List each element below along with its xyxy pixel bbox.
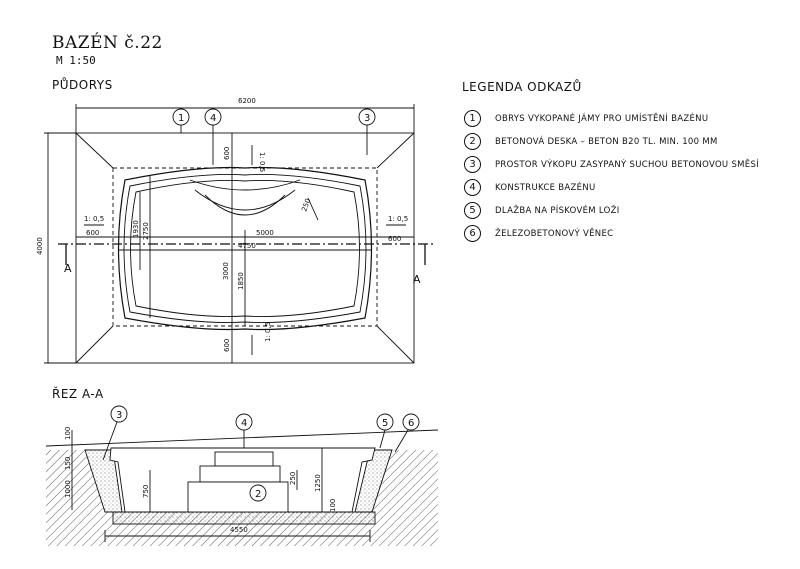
section-view xyxy=(45,405,439,546)
drawing-scale: M 1:50 xyxy=(56,54,96,67)
legend-number-badge: 3 xyxy=(464,156,481,173)
callout-leader xyxy=(379,429,386,449)
legend-number-badge: 1 xyxy=(464,110,481,127)
pool-stairs xyxy=(204,194,286,216)
legend-number-badge: 2 xyxy=(464,133,481,150)
dim-label-100: 100 xyxy=(329,499,337,512)
legend-item-text: ŽELEZOBETONOVÝ VĚNEC xyxy=(495,228,614,239)
legend-list: 1 OBRYS VYKOPANÉ JÁMY PRO UMÍSTĚNÍ BAZÉN… xyxy=(464,107,759,245)
dim-label-pool-width: 4750 xyxy=(238,242,256,250)
section-mark-left: A xyxy=(64,262,72,275)
dim-leader xyxy=(307,197,319,221)
legend-item-2: 2 BETONOVÁ DESKA – BETON B20 TL. MIN. 10… xyxy=(464,130,759,153)
legend-item-text: DLAŽBA NA PÍSKOVÉM LOŽI xyxy=(495,205,620,216)
legend-item-3: 3 PROSTOR VÝKOPU ZASYPANÝ SUCHOU BETONOV… xyxy=(464,153,759,176)
callout-circle xyxy=(249,484,267,502)
legend-item-text: PROSTOR VÝKOPU ZASYPANÝ SUCHOU BETONOVOU… xyxy=(495,159,759,170)
section-view-title: ŘEZ A-A xyxy=(52,387,104,401)
legend-item-5: 5 DLAŽBA NA PÍSKOVÉM LOŽI xyxy=(464,199,759,222)
dim-label-total-height: 4000 xyxy=(36,237,44,255)
pool-stairs xyxy=(189,179,301,191)
plan-view xyxy=(44,104,434,364)
pool-outline-inner xyxy=(130,180,360,318)
legend-item-4: 4 KONSTRUKCE BAZÉNU xyxy=(464,176,759,199)
pool-outline-inner xyxy=(123,174,367,324)
stair-step xyxy=(214,451,274,467)
dim-label-step: 250 xyxy=(300,197,312,212)
dim-label-top: 100 xyxy=(64,427,72,440)
callout-circle xyxy=(110,405,128,423)
dim-label-right-offset: 600 xyxy=(388,235,401,243)
dim-label-width: 4550 xyxy=(230,526,248,534)
legend-title: LEGENDA ODKAZŮ xyxy=(462,80,582,94)
callout-number: 5 xyxy=(382,418,388,429)
dim-label-slope-top: 1: 0,5 xyxy=(258,152,266,172)
slope-line xyxy=(75,132,114,169)
callout-number: 3 xyxy=(116,410,122,421)
legend-item-1: 1 OBRYS VYKOPANÉ JÁMY PRO UMÍSTĚNÍ BAZÉN… xyxy=(464,107,759,130)
callout-leader xyxy=(394,429,409,453)
ground-line xyxy=(45,429,439,447)
dim-label-1250: 1250 xyxy=(314,474,322,492)
plan-view-title: PŮDORYS xyxy=(52,78,113,92)
callout-number: 3 xyxy=(364,113,370,124)
dim-label-150: 150 xyxy=(64,457,72,470)
dim-label-left-height-2: 2750 xyxy=(142,222,150,240)
slope-line xyxy=(376,132,415,169)
legend-number-badge: 6 xyxy=(464,225,481,242)
callout-circle xyxy=(402,413,420,431)
legend-item-6: 6 ŽELEZOBETONOVÝ VĚNEC xyxy=(464,222,759,245)
dim-label-slope-bottom: 1: 0,5 xyxy=(264,322,272,342)
dim-label-outer-height: 3000 xyxy=(222,262,230,280)
callout-number: 4 xyxy=(241,418,247,429)
dim-label-slope-right: 1: 0,5 xyxy=(388,215,408,223)
stair-step xyxy=(199,465,281,483)
dim-label-1000: 1000 xyxy=(64,480,72,498)
pool-outline xyxy=(117,166,373,331)
legend-number-badge: 4 xyxy=(464,179,481,196)
callout-leader xyxy=(102,421,118,461)
dim-label-total-width: 6200 xyxy=(238,97,256,105)
legend-item-text: KONSTRUKCE BAZÉNU xyxy=(495,182,596,193)
section-mark-right: A xyxy=(413,273,421,286)
dim-label-bottom-offset: 600 xyxy=(223,339,231,352)
callout-number: 4 xyxy=(210,113,216,124)
callout-number: 1 xyxy=(178,113,184,124)
stair-step xyxy=(187,481,289,513)
dim-label-250: 250 xyxy=(289,472,297,485)
callout-number: 6 xyxy=(408,418,414,429)
drawing-title: BAZÉN č.22 xyxy=(52,33,163,53)
dim-label-left-height-1: 1930 xyxy=(132,220,140,238)
legend-item-text: OBRYS VYKOPANÉ JÁMY PRO UMÍSTĚNÍ BAZÉNU xyxy=(495,113,709,124)
excavation-outline xyxy=(75,132,415,364)
concrete-slab xyxy=(112,511,376,525)
callout-number: 2 xyxy=(255,489,261,500)
pool-stairs xyxy=(194,189,296,211)
dim-label-top-offset: 600 xyxy=(223,147,231,160)
dim-label-inner-width: 5000 xyxy=(256,229,274,237)
slope-line xyxy=(75,325,114,364)
legend-number-badge: 5 xyxy=(464,202,481,219)
dim-label-left-offset: 600 xyxy=(86,229,99,237)
dim-label-slope-left: 1: 0,5 xyxy=(84,215,104,223)
dim-label-750: 750 xyxy=(142,485,150,498)
slope-line xyxy=(376,325,415,364)
dim-label-center-height: 1850 xyxy=(237,272,245,290)
legend-item-text: BETONOVÁ DESKA – BETON B20 TL. MIN. 100 … xyxy=(495,136,718,147)
